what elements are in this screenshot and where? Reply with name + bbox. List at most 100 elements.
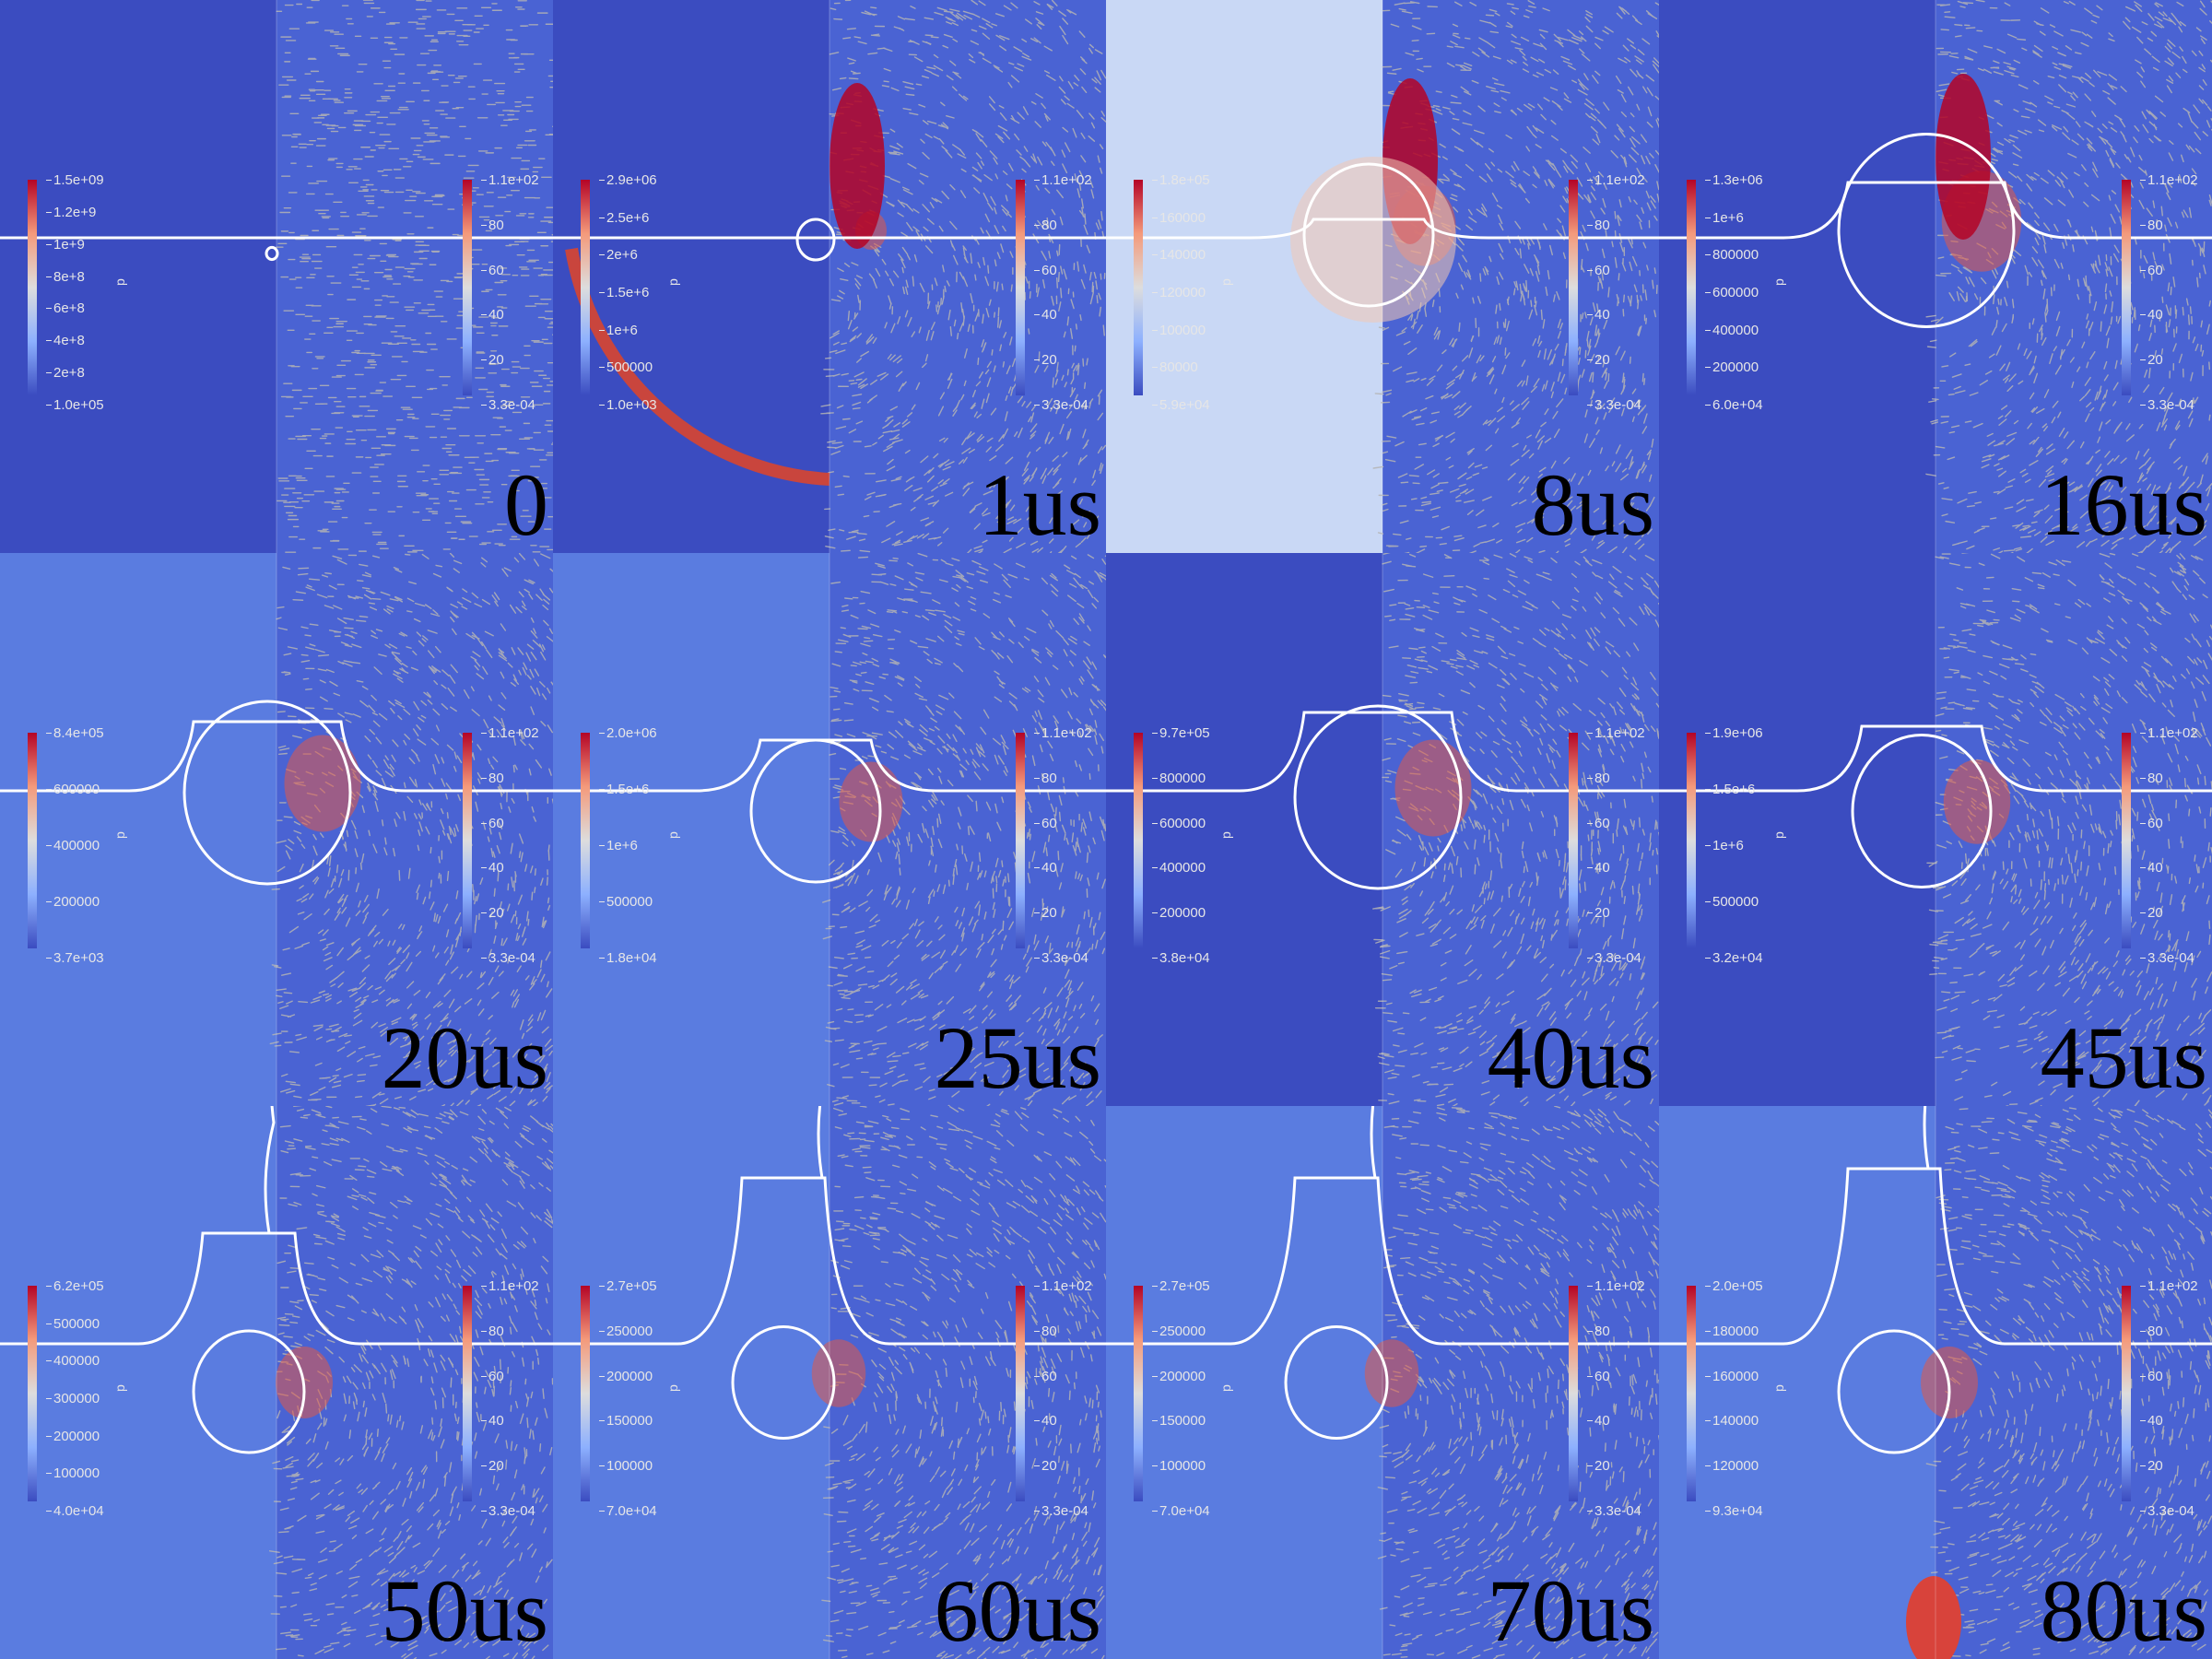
pressure-colorbar-tick: 150000	[598, 1413, 653, 1430]
pressure-colorbar-tick: 400000	[1704, 322, 1759, 338]
velocity-colorbar-tick: 20	[1034, 1458, 1057, 1475]
velocity-colorbar-min: 3.3e-04	[1587, 397, 1641, 413]
flow-field-plot	[553, 553, 1106, 1106]
velocity-colorbar-tick: 60	[1034, 1368, 1057, 1384]
pressure-colorbar-tick: 600000	[1704, 285, 1759, 300]
velocity-colorbar-tick: 80	[1034, 770, 1057, 786]
velocity-colorbar-min: 3.3e-04	[1587, 1503, 1641, 1519]
velocity-colorbar-tick: 20	[481, 1458, 504, 1475]
velocity-colorbar-tick: 60	[2140, 815, 2163, 831]
pressure-colorbar	[581, 180, 590, 395]
velocity-colorbar	[2122, 733, 2131, 948]
velocity-colorbar-tick: 80	[1034, 217, 1057, 233]
velocity-colorbar-tick: 20	[1034, 905, 1057, 922]
velocity-colorbar-max: 1.1e+02	[1587, 172, 1645, 188]
pressure-colorbar-title: p	[665, 278, 680, 286]
velocity-colorbar-max: 1.1e+02	[481, 1278, 539, 1294]
velocity-colorbar	[1016, 733, 1025, 948]
velocity-colorbar-tick: 80	[481, 217, 504, 233]
velocity-colorbar-tick: 80	[2140, 770, 2163, 786]
velocity-colorbar-max: 1.1e+02	[1587, 725, 1645, 741]
pressure-colorbar-min: 1.8e+04	[599, 950, 657, 966]
velocity-colorbar-tick: 20	[1587, 905, 1610, 922]
pressure-colorbar	[1134, 1286, 1143, 1501]
velocity-colorbar-tick: 80	[1034, 1323, 1057, 1339]
velocity-colorbar-min: 3.3e-04	[481, 1503, 535, 1519]
pressure-colorbar-max: 1.3e+06	[1705, 172, 1763, 188]
pressure-colorbar-min: 1.0e+03	[599, 397, 657, 413]
velocity-colorbar-tick: 40	[1587, 307, 1610, 324]
time-label: 20us	[381, 1008, 548, 1106]
pressure-colorbar-tick: 180000	[1704, 1323, 1759, 1339]
pressure-colorbar	[581, 1286, 590, 1501]
velocity-colorbar-tick: 80	[1587, 770, 1610, 786]
velocity-colorbar-max: 1.1e+02	[1034, 725, 1092, 741]
pressure-colorbar-tick: 1e+9	[46, 236, 85, 253]
velocity-colorbar-min: 3.3e-04	[1034, 397, 1088, 413]
pressure-colorbar-tick: 120000	[1151, 285, 1206, 300]
velocity-colorbar-tick: 80	[481, 1323, 504, 1339]
pressure-colorbar-tick: 100000	[1151, 322, 1206, 338]
velocity-colorbar-tick: 80	[2140, 217, 2163, 233]
pressure-colorbar-tick: 100000	[45, 1465, 100, 1482]
pressure-colorbar-max: 8.4e+05	[46, 725, 104, 741]
velocity-colorbar-max: 1.1e+02	[1034, 172, 1092, 188]
velocity-colorbar-tick: 40	[1587, 860, 1610, 877]
pressure-colorbar	[1134, 733, 1143, 948]
time-label: 0	[504, 455, 548, 553]
velocity-colorbar-min: 3.3e-04	[2140, 397, 2194, 413]
pressure-colorbar-title: p	[1771, 278, 1786, 286]
pressure-colorbar-tick: 250000	[1151, 1323, 1206, 1339]
pressure-colorbar-title: p	[112, 278, 127, 286]
pressure-colorbar-tick: 500000	[598, 894, 653, 910]
velocity-colorbar-min: 3.3e-04	[1587, 950, 1641, 966]
pressure-colorbar-min: 4.0e+04	[46, 1503, 104, 1519]
velocity-colorbar	[463, 1286, 472, 1501]
pressure-colorbar-tick: 400000	[1151, 860, 1206, 877]
pressure-colorbar-tick: 150000	[1151, 1413, 1206, 1430]
velocity-colorbar-max: 1.1e+02	[2140, 172, 2198, 188]
pressure-colorbar-tick: 500000	[1704, 894, 1759, 910]
velocity-colorbar-max: 1.1e+02	[1587, 1278, 1645, 1294]
pressure-colorbar-tick: 400000	[45, 838, 100, 853]
pressure-colorbar-tick: 200000	[45, 894, 100, 910]
time-label: 25us	[934, 1008, 1101, 1106]
velocity-colorbar-max: 1.1e+02	[481, 725, 539, 741]
velocity-colorbar	[463, 733, 472, 948]
pressure-colorbar-min: 3.2e+04	[1705, 950, 1763, 966]
velocity-colorbar	[2122, 180, 2131, 395]
pressure-colorbar-tick: 8e+8	[46, 268, 85, 285]
velocity-colorbar-tick: 60	[1587, 815, 1610, 831]
pressure-colorbar-tick: 1e+6	[1705, 209, 1744, 226]
velocity-colorbar-tick: 40	[481, 860, 504, 877]
velocity-colorbar	[463, 180, 472, 395]
pressure-colorbar-title: p	[1771, 1384, 1786, 1392]
pressure-colorbar-tick: 250000	[598, 1323, 653, 1339]
pressure-colorbar-tick: 200000	[1151, 1368, 1206, 1384]
velocity-colorbar-tick: 60	[481, 1368, 504, 1384]
flow-field-plot	[0, 1106, 553, 1659]
time-label: 8us	[1531, 455, 1654, 553]
velocity-colorbar-min: 3.3e-04	[481, 950, 535, 966]
flow-field-plot	[0, 553, 553, 1106]
pressure-colorbar-tick: 160000	[1151, 209, 1206, 226]
pressure-colorbar-tick: 100000	[1151, 1458, 1206, 1475]
velocity-colorbar-tick: 20	[1587, 1458, 1610, 1475]
pressure-colorbar-max: 2.0e+05	[1705, 1278, 1763, 1294]
pressure-colorbar-min: 3.8e+04	[1152, 950, 1210, 966]
velocity-colorbar-max: 1.1e+02	[481, 172, 539, 188]
pressure-colorbar-tick: 4e+8	[46, 333, 85, 349]
time-label: 70us	[1487, 1561, 1654, 1659]
pressure-colorbar-tick: 1.5e+6	[598, 782, 650, 797]
pressure-colorbar-tick: 1.2e+9	[45, 204, 97, 220]
flow-field-plot	[1106, 1106, 1659, 1659]
pressure-colorbar-tick: 2e+6	[599, 247, 638, 264]
pressure-colorbar-min: 7.0e+04	[599, 1503, 657, 1519]
pressure-colorbar-max: 1.9e+06	[1705, 725, 1763, 741]
pressure-colorbar-tick: 1e+6	[599, 322, 638, 338]
velocity-colorbar-tick: 40	[2140, 860, 2163, 877]
